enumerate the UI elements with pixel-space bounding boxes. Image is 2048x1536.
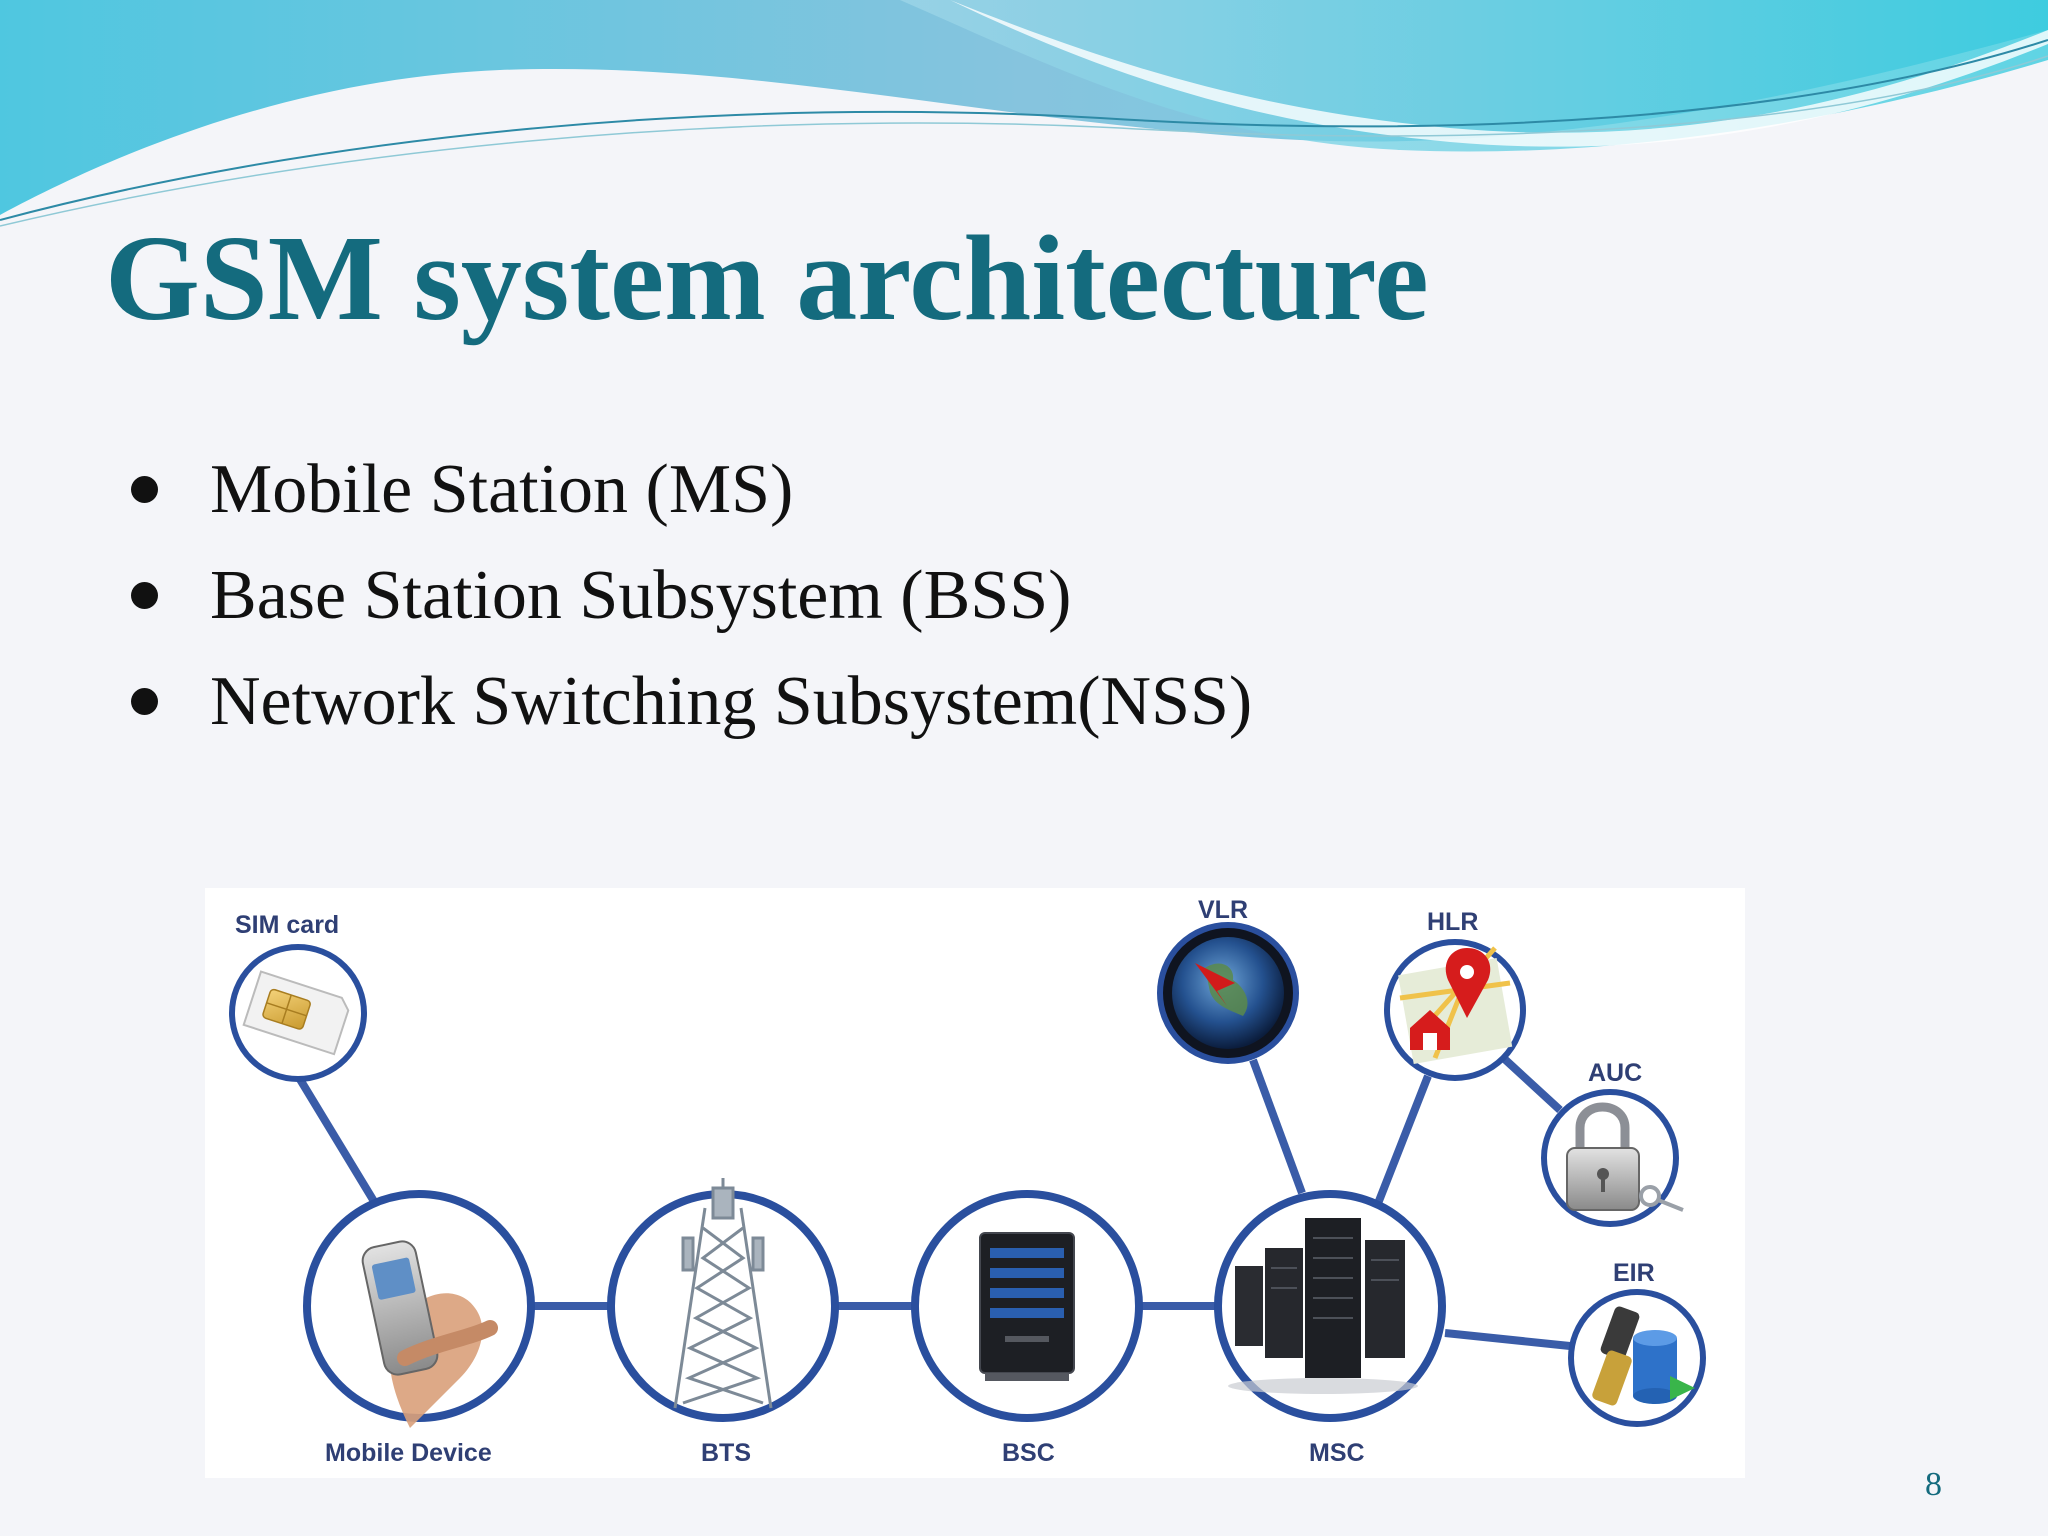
location-arrow-icon [1195,963,1235,1006]
gsm-architecture-diagram: SIM card Mobile Device [205,888,1745,1478]
bullet-dot-icon [131,688,158,715]
key-icon [1639,1185,1684,1212]
diagram-canvas: SIM card Mobile Device [229,896,1706,1467]
link-msc-eir [1444,1329,1571,1350]
database-icon [1633,1330,1695,1404]
bullet-text: Mobile Station (MS) [210,451,794,528]
link-hlr-msc [1373,1074,1432,1208]
bts-label: BTS [701,1439,751,1467]
diagram-links [294,1050,1571,1350]
cell-tower-icon [673,1178,773,1409]
bullet-dot-icon [131,582,158,609]
bsc-label: BSC [1002,1439,1055,1467]
slide-title: GSM system architecture [105,211,1429,346]
link-vlr-msc [1249,1058,1306,1195]
bsc-node: BSC [911,1190,1143,1467]
mobile-device-label: Mobile Device [325,1439,492,1467]
hlr-node: HLR [1384,908,1526,1081]
link-sim-mobile [294,1073,379,1206]
auc-label: AUC [1588,1059,1642,1087]
page-number: 8 [1925,1466,1942,1503]
msc-label: MSC [1309,1439,1365,1467]
bullet-item: Network Switching Subsystem(NSS) [125,662,1252,768]
link-hlr-auc [1495,1050,1563,1113]
header-wave [0,0,2048,227]
bullet-item: Mobile Station (MS) [125,450,1252,556]
eir-node: EIR [1568,1259,1706,1427]
bullet-text: Network Switching Subsystem(NSS) [210,663,1253,740]
sim-card-label: SIM card [235,911,339,939]
msc-node: MSC [1214,1190,1446,1467]
vlr-node: VLR [1157,896,1299,1064]
padlock-icon [1566,1102,1640,1211]
hlr-label: HLR [1427,908,1478,936]
sim-card-node: SIM card [229,911,367,1082]
eir-label: EIR [1613,1259,1655,1287]
bullet-list: Mobile Station (MS) Base Station Subsyst… [125,450,1252,768]
bullet-text: Base Station Subsystem (BSS) [210,557,1072,634]
bullet-dot-icon [131,476,158,503]
server-icon [979,1232,1075,1381]
bts-node: BTS [607,1178,839,1467]
auc-node: AUC [1541,1059,1684,1227]
flip-phone-icon [1592,1306,1640,1406]
vlr-label: VLR [1198,896,1248,924]
mobile-phone-icon [361,1240,498,1428]
map-pin-icon [1398,946,1513,1064]
server-rack-icon [1228,1218,1418,1394]
mobile-device-node: Mobile Device [303,1190,535,1467]
sim-card-icon [242,970,350,1056]
bullet-item: Base Station Subsystem (BSS) [125,556,1252,662]
